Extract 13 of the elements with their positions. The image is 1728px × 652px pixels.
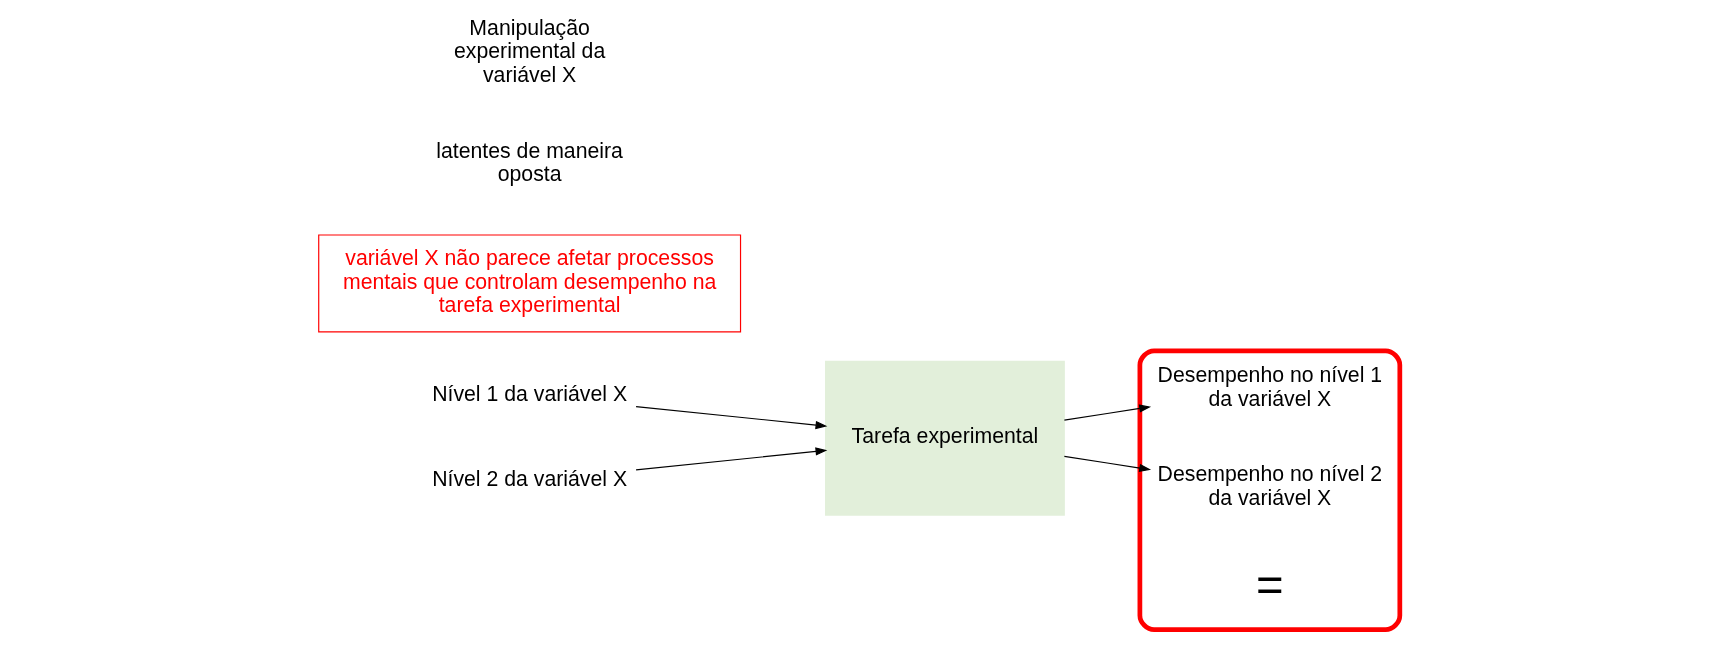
label: Manipulação experimental da variável X bbox=[454, 15, 606, 87]
arrow bbox=[635, 405, 828, 430]
node-text: Nível 2 da variável X bbox=[432, 466, 628, 491]
arrow bbox=[1063, 455, 1152, 473]
arrow bbox=[635, 447, 828, 471]
node-text: Desempenho no nível 1 da variável X bbox=[1157, 363, 1383, 411]
arrow bbox=[1063, 404, 1152, 421]
node-text: Desempenho no nível 2 da variável X bbox=[1157, 462, 1383, 510]
label: = bbox=[1256, 558, 1284, 612]
node-box: Tarefa experimental bbox=[825, 360, 1065, 516]
label: latentes de maneira oposta bbox=[436, 138, 623, 187]
node-box: variável X não parece afetar processos mentais que controlam desempenho na tarefa experimental bbox=[318, 234, 742, 333]
node-text: Nível 1 da variável X bbox=[432, 381, 628, 406]
